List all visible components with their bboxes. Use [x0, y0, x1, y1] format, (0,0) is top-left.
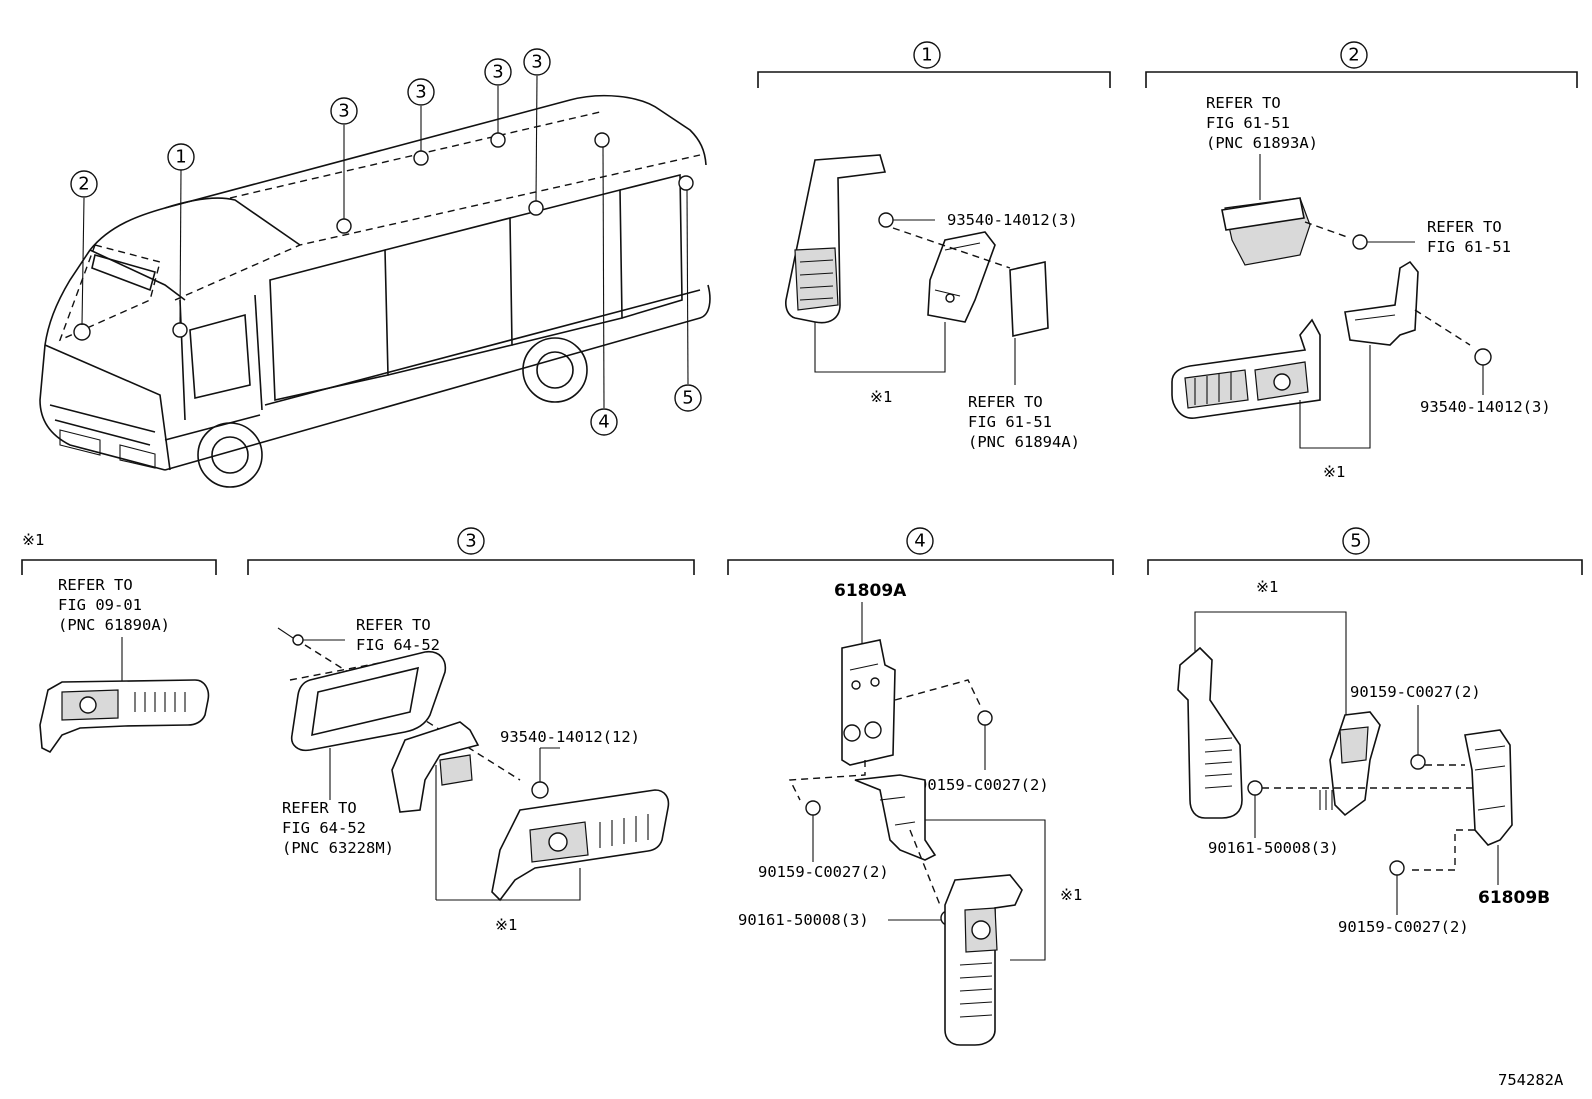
note1-section: ※1 REFER TO FIG 09-01 (PNC 61890A)	[21, 531, 217, 754]
section-1-screw-label: 93540-14012(3)	[947, 211, 1078, 229]
svg-text:4: 4	[598, 412, 609, 433]
vehicle-illustration	[39, 75, 711, 488]
svg-text:3: 3	[338, 101, 349, 122]
vehicle-callout-4: 4	[590, 408, 618, 436]
svg-text:1: 1	[175, 147, 186, 168]
svg-text:5: 5	[1350, 531, 1361, 552]
section-3-refer-b-line1: REFER TO	[282, 799, 357, 817]
svg-text:1: 1	[921, 45, 932, 66]
section-1-refer-line2: FIG 61-51	[968, 413, 1052, 431]
section-3-refer-b-line3: (PNC 63228M)	[282, 839, 394, 857]
vehicle-callout-2: 2	[70, 170, 98, 198]
section-2-refer-a-line2: FIG 61-51	[1206, 114, 1290, 132]
section-3-refer-a-line2: FIG 64-52	[356, 636, 440, 654]
section-1-refer-line1: REFER TO	[968, 393, 1043, 411]
section-3: 3 REFER TO FIG 64-52 REFER TO FIG 64-52 …	[247, 527, 695, 934]
section-5-part-b-label: 61809B	[1478, 888, 1550, 908]
section-2-refer-b-line1: REFER TO	[1427, 218, 1502, 236]
svg-text:3: 3	[531, 52, 542, 73]
section-1-refer-line3: (PNC 61894A)	[968, 433, 1080, 451]
section-3-screw-label: 93540-14012(12)	[500, 728, 640, 746]
note1-mark: ※1	[22, 531, 44, 549]
svg-text:3: 3	[465, 531, 476, 552]
section-3-note: ※1	[495, 916, 517, 934]
svg-text:4: 4	[914, 531, 925, 552]
svg-text:5: 5	[682, 388, 693, 409]
svg-text:3: 3	[415, 82, 426, 103]
vehicle-callout-1: 1	[167, 143, 195, 171]
section-5-note: ※1	[1256, 578, 1278, 596]
section-5-bolt-b-label: 90159-C0027(2)	[1338, 918, 1469, 936]
note1-refer-line2: FIG 09-01	[58, 596, 142, 614]
section-4-number: 4	[906, 527, 934, 555]
section-2-refer-a-line1: REFER TO	[1206, 94, 1281, 112]
vehicle-callout-3d: 3	[523, 48, 551, 76]
vehicle-callout-3c: 3	[484, 58, 512, 86]
section-4-bolt-a-label: 90159-C0027(2)	[918, 776, 1049, 794]
svg-text:3: 3	[492, 62, 503, 83]
section-4-note: ※1	[1060, 886, 1082, 904]
section-1-note: ※1	[870, 388, 892, 406]
section-5-bolt-a-label: 90159-C0027(2)	[1350, 683, 1481, 701]
vehicle-callout-3b: 3	[407, 78, 435, 106]
section-1: 1 93540-14012(3) ※1 REFER TO FIG 61-51 (…	[757, 41, 1111, 451]
note1-refer-line1: REFER TO	[58, 576, 133, 594]
section-4: 4 61809A 90159-C0027(2) 90159-C0027(2) 9…	[727, 527, 1114, 1046]
section-2: 2 REFER TO FIG 61-51 (PNC 61893A) REFER …	[1145, 41, 1578, 481]
section-4-part-a-label: 61809A	[834, 581, 907, 601]
section-2-number: 2	[1340, 41, 1368, 69]
vehicle-callout-5: 5	[674, 384, 702, 412]
section-3-number: 3	[457, 527, 485, 555]
section-5: 5 ※1 90161-50008(3) 90159-C0027(2) 61809…	[1147, 527, 1583, 936]
section-2-screw-label: 93540-14012(3)	[1420, 398, 1551, 416]
note1-refer-line3: (PNC 61890A)	[58, 616, 170, 634]
section-4-screw-label: 90161-50008(3)	[738, 911, 869, 929]
section-3-refer-b-line2: FIG 64-52	[282, 819, 366, 837]
section-2-note: ※1	[1323, 463, 1345, 481]
section-2-refer-a-line3: (PNC 61893A)	[1206, 134, 1318, 152]
diagram-id-label: 754282A	[1498, 1071, 1564, 1089]
section-2-refer-b-line2: FIG 61-51	[1427, 238, 1511, 256]
section-5-screw-label: 90161-50008(3)	[1208, 839, 1339, 857]
section-4-bolt-b-label: 90159-C0027(2)	[758, 863, 889, 881]
section-3-refer-a-line1: REFER TO	[356, 616, 431, 634]
section-5-number: 5	[1342, 527, 1370, 555]
svg-text:2: 2	[1348, 45, 1359, 66]
section-1-number: 1	[913, 41, 941, 69]
vehicle-callout-3a: 3	[330, 97, 358, 125]
svg-text:2: 2	[78, 174, 89, 195]
